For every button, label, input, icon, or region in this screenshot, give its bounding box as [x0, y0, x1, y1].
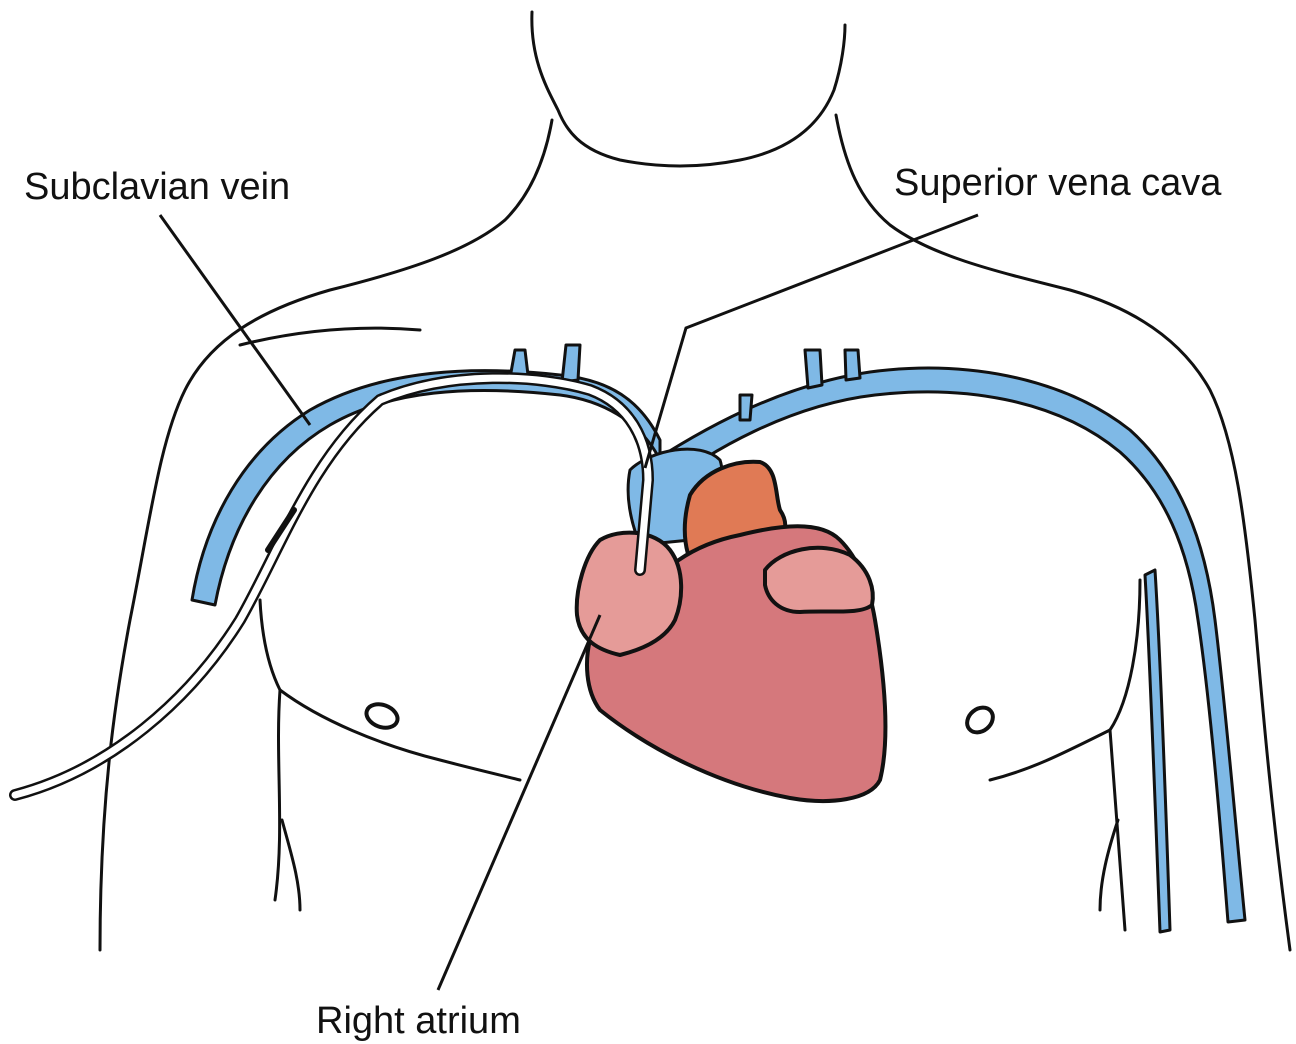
left-arm-inner — [275, 690, 280, 900]
right-jugular-branch-2 — [845, 350, 860, 380]
catheter-outer — [15, 378, 648, 795]
catheter — [15, 378, 648, 795]
left-pectoral — [280, 690, 520, 780]
heart — [577, 462, 886, 801]
label-subclavian-vein: Subclavian vein — [24, 168, 290, 206]
label-superior-vena-cava: Superior vena cava — [894, 164, 1221, 202]
right-armpit — [1110, 580, 1140, 730]
right-arm-inner — [1110, 730, 1125, 930]
right-axillary-branch — [1145, 570, 1170, 932]
left-atrium — [765, 548, 873, 612]
right-ribs — [1100, 820, 1118, 910]
left-armpit — [260, 600, 280, 690]
left-ribs — [282, 820, 300, 910]
catheter-inner — [15, 378, 648, 795]
clavicle-left — [240, 328, 420, 345]
leader-superior-vena-cava — [645, 215, 978, 468]
neck-left-line — [532, 12, 845, 166]
left-nipple — [363, 700, 401, 732]
left-jugular-branch-2 — [562, 345, 580, 382]
right-nipple — [962, 703, 998, 738]
leader-right-atrium — [438, 615, 600, 990]
label-right-atrium: Right atrium — [316, 1002, 521, 1040]
right-mini-branch — [740, 395, 752, 420]
left-shoulder-outline — [100, 120, 552, 950]
right-jugular-branch — [805, 350, 822, 388]
right-pectoral — [990, 730, 1110, 780]
